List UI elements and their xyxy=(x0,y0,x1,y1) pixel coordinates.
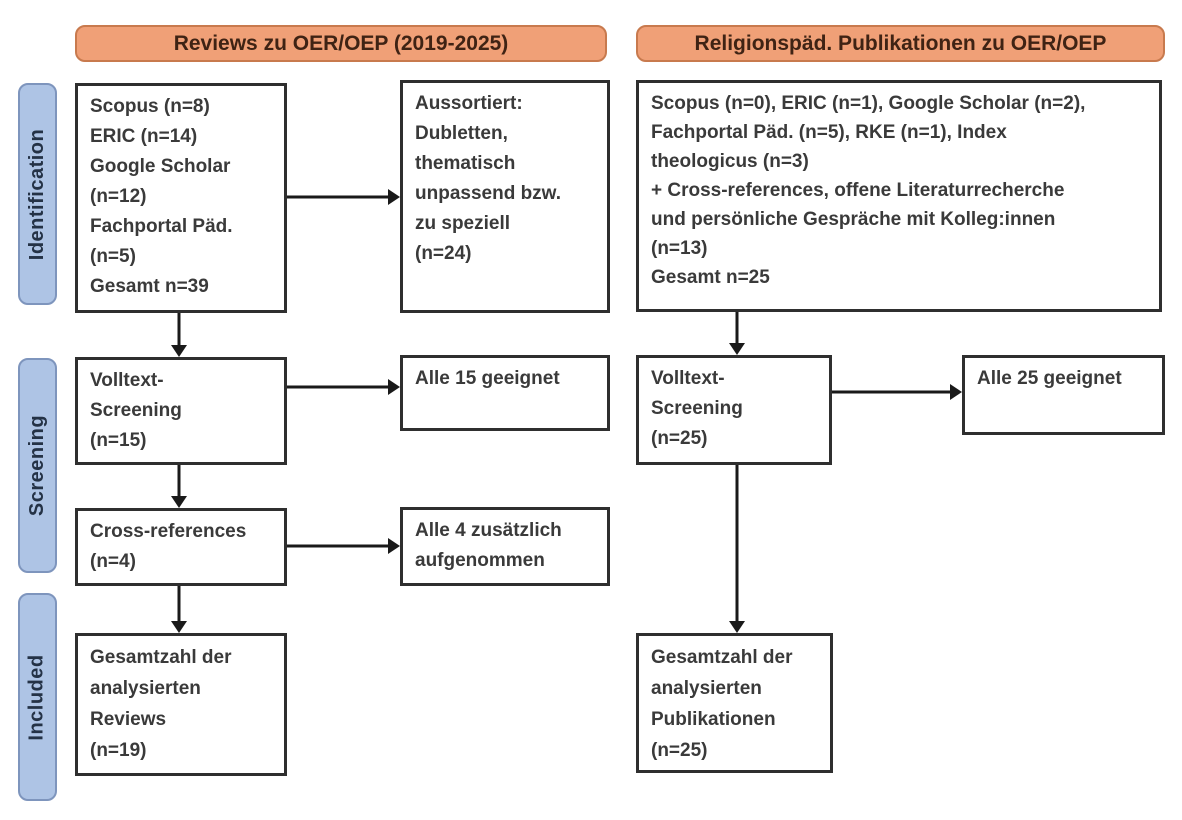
arrow-line xyxy=(832,390,952,394)
column-header-reviews: Reviews zu OER/OEP (2019-2025) xyxy=(75,25,607,62)
arrow-head-icon xyxy=(388,189,400,205)
arrow-head-icon xyxy=(171,621,187,633)
arrow-line xyxy=(177,465,181,498)
box-gesamtzahl-reviews: Gesamtzahl der analysierten Reviews (n=1… xyxy=(75,633,287,776)
box-sources-left: Scopus (n=8) ERIC (n=14) Google Scholar … xyxy=(75,83,287,313)
arrow-line xyxy=(735,312,739,345)
box-alle-25-geeignet: Alle 25 geeignet xyxy=(962,355,1165,435)
arrow-crossref-to-alle4 xyxy=(287,538,400,554)
box-gesamtzahl-publikationen: Gesamtzahl der analysierten Publikatione… xyxy=(636,633,833,773)
box-alle-4-zusaetzlich: Alle 4 zusätzlich aufgenommen xyxy=(400,507,610,586)
arrow-sources-to-volltext-left xyxy=(171,313,187,357)
arrow-volltext-to-crossref-left xyxy=(171,465,187,508)
stage-bar-identification: Identification xyxy=(18,83,57,305)
arrow-head-icon xyxy=(171,496,187,508)
arrow-line xyxy=(287,195,390,199)
arrow-volltext-to-alle15 xyxy=(287,379,400,395)
stage-label-included: Included xyxy=(26,653,49,741)
box-volltext-screening-right: Volltext- Screening (n=25) xyxy=(636,355,832,465)
box-volltext-screening-left: Volltext- Screening (n=15) xyxy=(75,357,287,465)
arrow-head-icon xyxy=(729,621,745,633)
arrow-line xyxy=(177,313,181,347)
stage-label-identification: Identification xyxy=(26,128,49,260)
box-alle-15-geeignet: Alle 15 geeignet xyxy=(400,355,610,431)
arrow-head-icon xyxy=(729,343,745,355)
arrow-volltext-to-alle25 xyxy=(832,384,962,400)
box-sources-right: Scopus (n=0), ERIC (n=1), Google Scholar… xyxy=(636,80,1162,312)
arrow-line xyxy=(735,465,739,623)
arrow-head-icon xyxy=(950,384,962,400)
box-aussortiert: Aussortiert: Dubletten, thematisch unpas… xyxy=(400,80,610,313)
stage-bar-included: Included xyxy=(18,593,57,801)
stage-bar-screening: Screening xyxy=(18,358,57,573)
column-header-religionspaed: Religionspäd. Publikationen zu OER/OEP xyxy=(636,25,1165,62)
arrow-line xyxy=(177,586,181,623)
arrow-head-icon xyxy=(388,379,400,395)
arrow-volltext-to-gesamt-right xyxy=(729,465,745,633)
arrow-line xyxy=(287,544,390,548)
arrow-line xyxy=(287,385,390,389)
arrow-sources-to-aussortiert xyxy=(287,189,400,205)
arrow-sources-to-volltext-right xyxy=(729,312,745,355)
arrow-head-icon xyxy=(171,345,187,357)
arrow-crossref-to-gesamt-left xyxy=(171,586,187,633)
box-cross-references: Cross-references (n=4) xyxy=(75,508,287,586)
arrow-head-icon xyxy=(388,538,400,554)
stage-label-screening: Screening xyxy=(26,414,49,517)
